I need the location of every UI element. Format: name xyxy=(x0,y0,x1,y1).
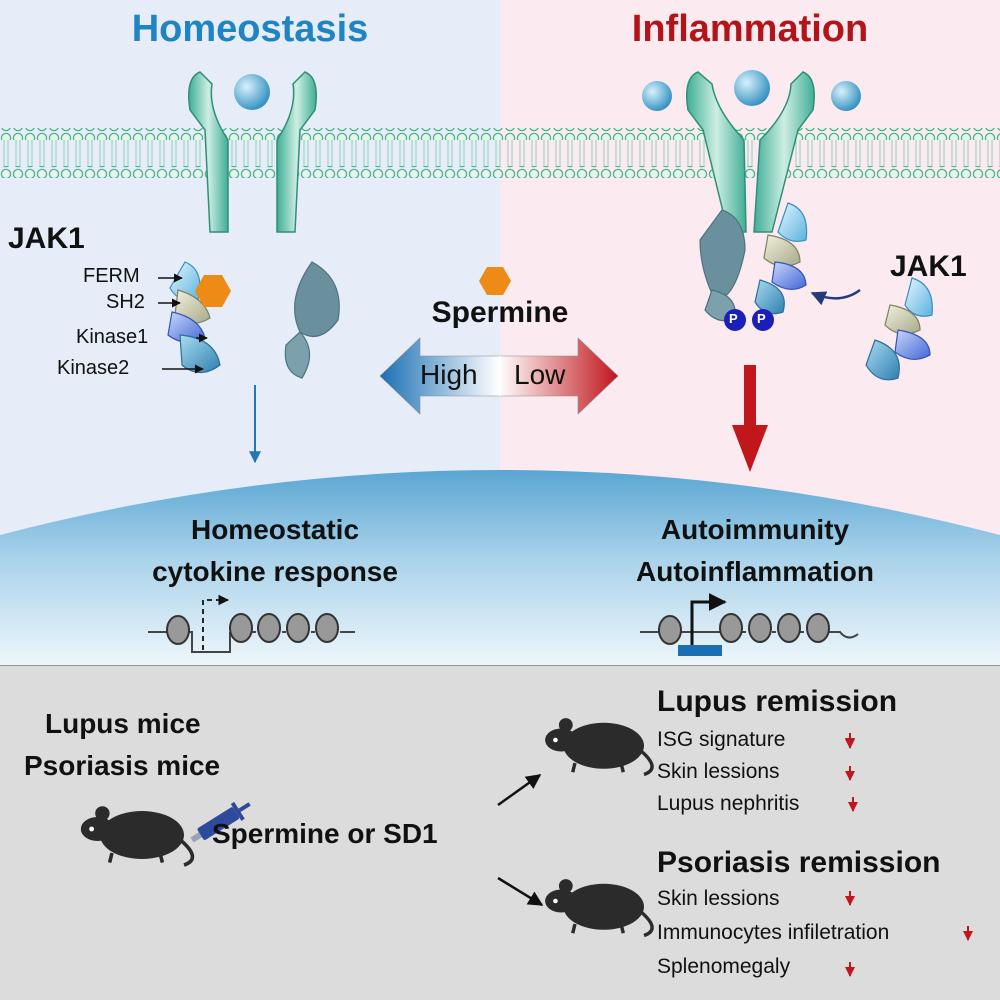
cytokine-ball xyxy=(234,74,270,110)
cytokine-ball xyxy=(831,81,861,111)
jak1-protein-left xyxy=(167,261,231,374)
mouse-icon xyxy=(545,879,654,938)
syringe-icon xyxy=(190,801,251,843)
domain-pointers xyxy=(158,273,208,374)
inflammation-outcome-line1: Autoimmunity xyxy=(660,514,850,545)
domain-label-kinase1: Kinase1 xyxy=(76,326,149,348)
partner-protein-left xyxy=(284,261,340,379)
receptor-left xyxy=(188,71,317,233)
cell-membrane xyxy=(0,128,1000,178)
cytokine-ball xyxy=(734,70,770,106)
lupus-remission-title: Lupus remission xyxy=(657,685,898,718)
cytokine-ball xyxy=(642,81,672,111)
nucleus-dome xyxy=(0,470,1000,665)
nucleosome xyxy=(748,613,772,643)
nucleosome xyxy=(777,613,801,643)
inflammation-outcome-line2: Autoinflammation xyxy=(636,556,874,587)
promoter-box xyxy=(678,645,722,656)
nucleosome xyxy=(257,613,281,643)
psoriasis-remission-title: Psoriasis remission xyxy=(657,846,941,879)
nucleosome xyxy=(658,615,682,645)
high-low-gradient-arrow xyxy=(379,337,619,415)
phospho-label: P xyxy=(729,311,738,326)
nucleosome xyxy=(315,613,339,643)
psoriasis-item-1: Skin lessions xyxy=(657,887,780,910)
spermine-hexagon xyxy=(479,267,511,295)
spermine-label: Spermine xyxy=(431,296,569,329)
spermine-low-label: Low xyxy=(514,359,566,390)
lupus-item-1: ISG signature xyxy=(657,728,786,751)
chromatin-left xyxy=(148,594,355,653)
homeostasis-title: Homeostasis xyxy=(131,8,369,50)
chromatin-right xyxy=(640,593,859,656)
arrow-to-lupus xyxy=(497,773,542,807)
arrow-to-psoriasis xyxy=(497,876,544,907)
phospho-icon xyxy=(724,309,746,331)
nucleosome xyxy=(806,613,830,643)
spermine-high-label: High xyxy=(420,359,478,390)
homeostatic-outcome-line1: Homeostatic xyxy=(190,514,360,545)
model-label-lupus: Lupus mice xyxy=(45,708,201,739)
phospho-label: P xyxy=(757,311,766,326)
domain-label-ferm: FERM xyxy=(83,265,140,287)
inflammation-title: Inflammation xyxy=(631,8,869,50)
model-label-psoriasis: Psoriasis mice xyxy=(24,750,221,781)
nucleosome xyxy=(719,613,743,643)
nucleosome xyxy=(229,613,253,643)
strong-signal-arrow xyxy=(732,365,768,472)
active-jak1-complex xyxy=(699,202,808,331)
psoriasis-item-3: Splenomegaly xyxy=(657,955,791,978)
phospho-icon xyxy=(752,309,774,331)
recruit-arrow xyxy=(810,288,861,306)
homeostatic-outcome-line2: cytokine response xyxy=(152,556,398,587)
jak1-label-left: JAK1 xyxy=(8,222,85,255)
lupus-item-3: Lupus nephritis xyxy=(657,792,800,815)
psoriasis-item-2: Immunocytes infiletration xyxy=(657,921,890,944)
nucleosome xyxy=(286,613,310,643)
receptor-right xyxy=(642,70,861,233)
jak1-protein-right xyxy=(865,277,933,381)
jak1-label-right: JAK1 xyxy=(890,250,967,283)
treatment-label: Spermine or SD1 xyxy=(212,818,438,849)
domain-label-kinase2: Kinase2 xyxy=(57,357,130,379)
domain-label-sh2: SH2 xyxy=(106,291,145,313)
spermine-hexagon xyxy=(195,275,231,307)
lupus-item-2: Skin lessions xyxy=(657,760,780,783)
nucleosome xyxy=(166,615,190,645)
mouse-icon xyxy=(80,806,195,867)
mouse-icon xyxy=(545,718,654,777)
